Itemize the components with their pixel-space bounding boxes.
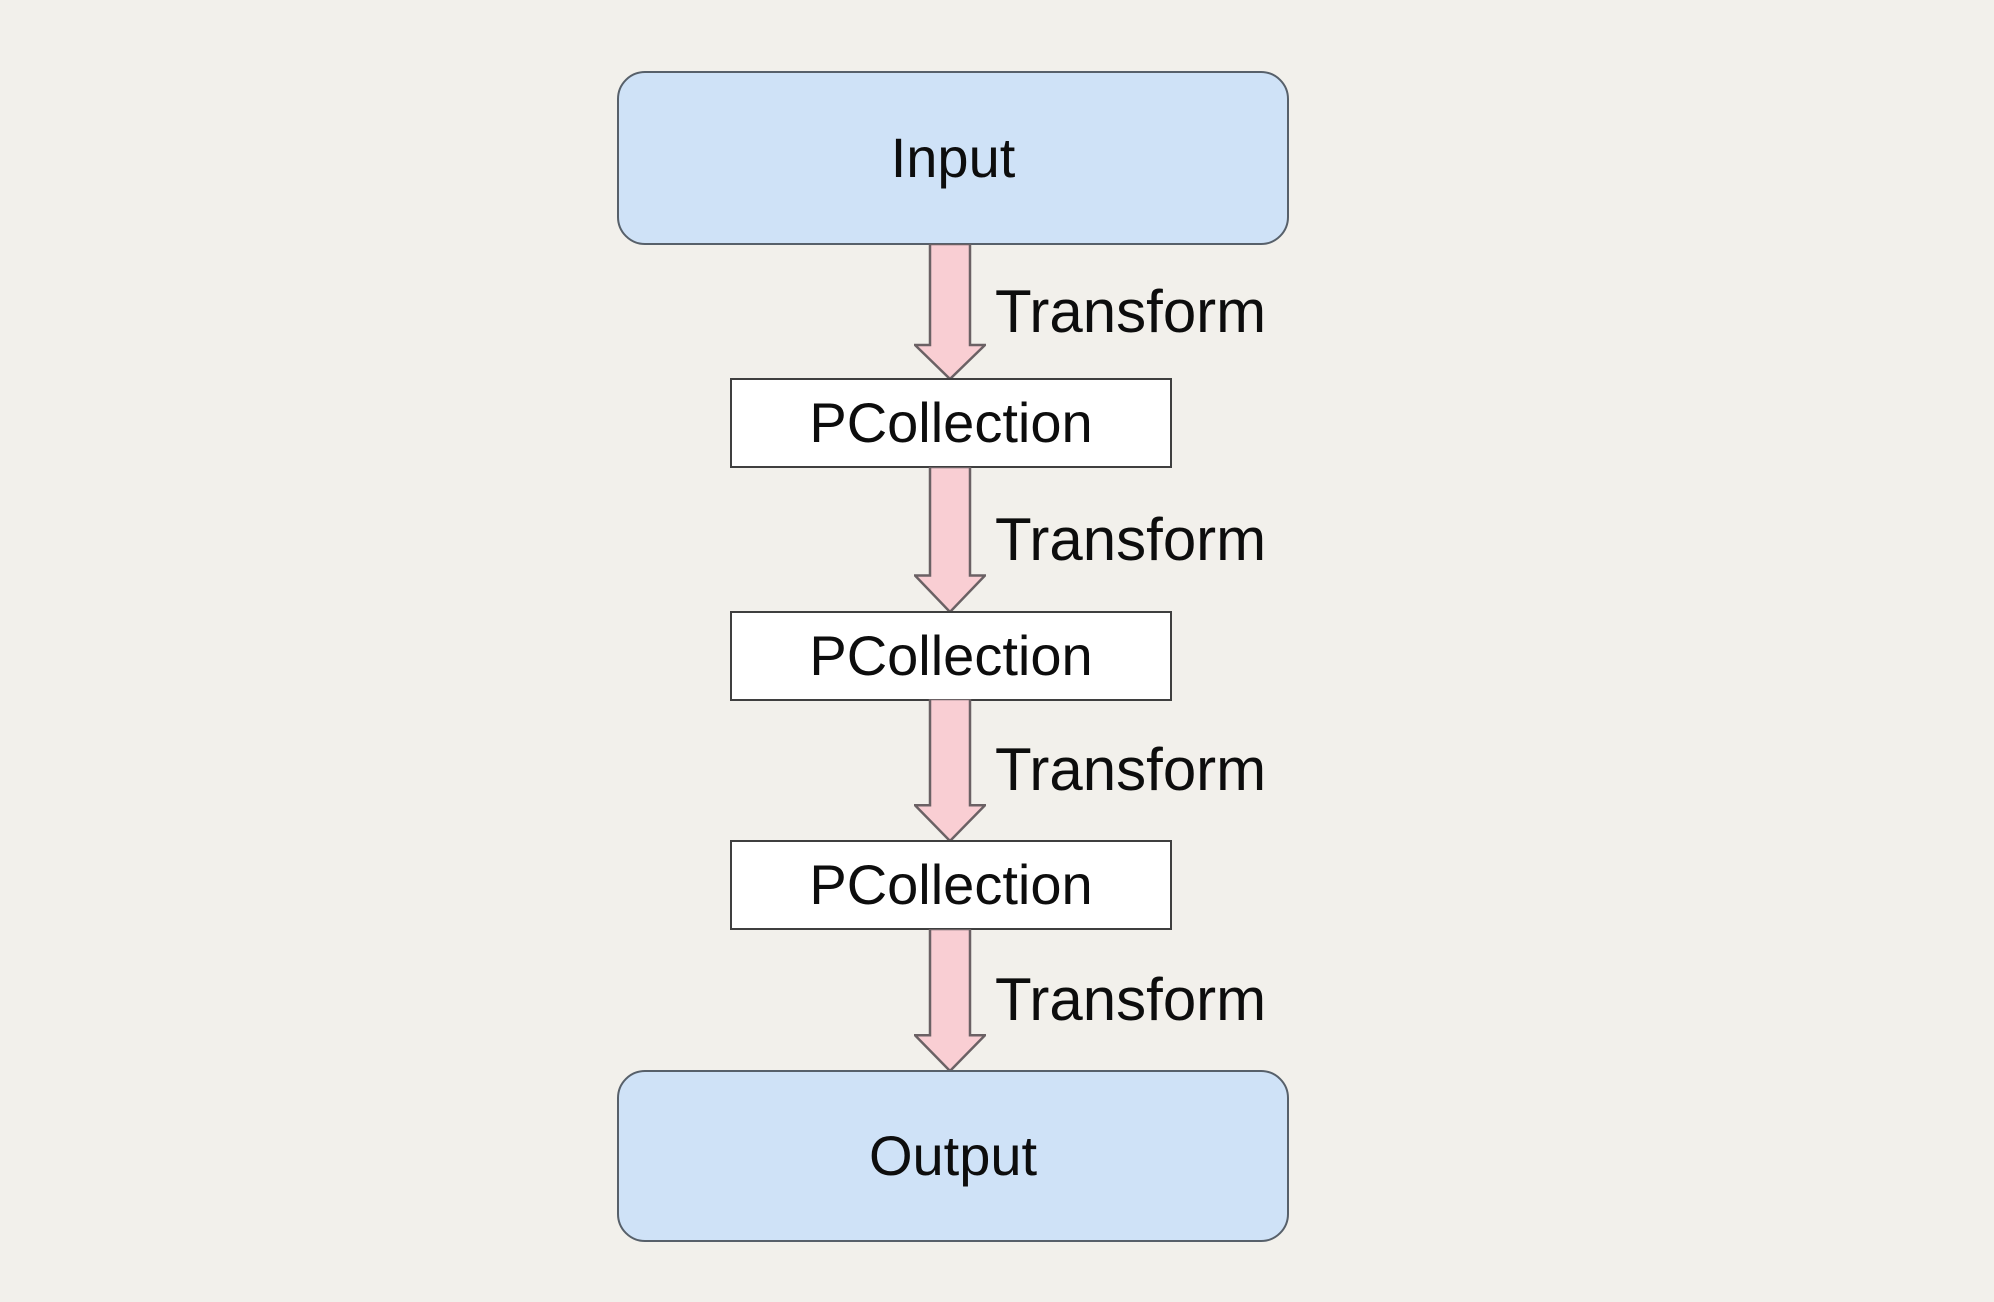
edge-label-transform: Transform	[995, 506, 1267, 573]
arrow-down-icon	[914, 929, 986, 1072]
node-output-label: Output	[868, 1124, 1038, 1187]
edge-label-transform: Transform	[995, 966, 1267, 1033]
arrow-down-icon	[914, 467, 986, 613]
node-pcollection-2: PCollection	[730, 611, 1172, 701]
edge-label-transform: Transform	[995, 278, 1267, 345]
arrow-down-icon	[914, 699, 986, 842]
node-pcollection-3: PCollection	[730, 840, 1172, 930]
edge-label-transform: Transform	[995, 736, 1267, 803]
node-output: Output	[617, 1070, 1289, 1242]
node-pcollection-1-label: PCollection	[809, 391, 1093, 454]
node-pcollection-3-label: PCollection	[809, 853, 1093, 916]
node-input: Input	[617, 71, 1289, 245]
node-pcollection-1: PCollection	[730, 378, 1172, 468]
arrow-down-icon	[914, 244, 986, 380]
node-input-label: Input	[890, 126, 1016, 189]
node-pcollection-2-label: PCollection	[809, 624, 1093, 687]
